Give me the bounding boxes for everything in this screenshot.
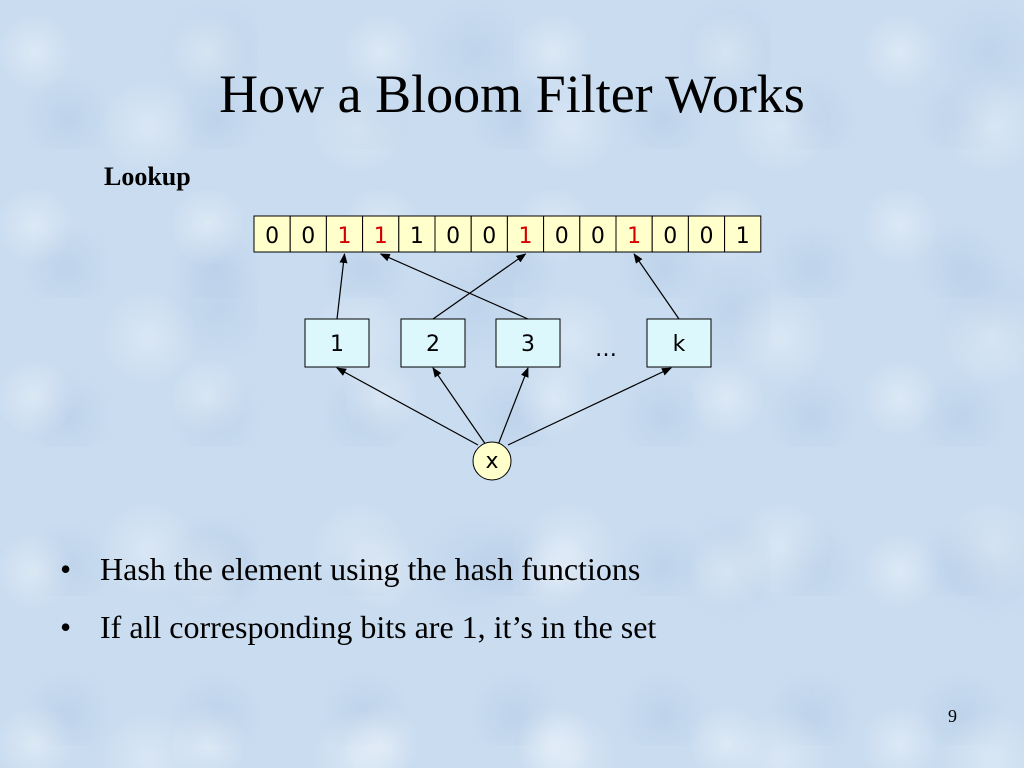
bit-value: 0 <box>700 224 714 249</box>
bit-cell <box>615 215 653 253</box>
element-node: x <box>472 441 512 481</box>
bit-value: 1 <box>519 224 533 249</box>
hash-to-bit-arrow <box>633 253 680 320</box>
hash-to-bit-arrow <box>336 253 348 320</box>
bullet-glyph: • <box>60 551 72 587</box>
bit-cell <box>289 215 327 253</box>
bit-cell <box>579 215 617 253</box>
bit-value: 0 <box>555 224 569 249</box>
hash-function-box <box>646 318 712 368</box>
bullet-text: Hash the element using the hash function… <box>100 551 641 587</box>
bullet-text: If all corresponding bits are 1, it’s in… <box>100 609 657 645</box>
hash-function-label: k <box>673 332 686 357</box>
bit-cell <box>687 215 726 253</box>
bullet-item: • If all corresponding bits are 1, it’s … <box>60 606 656 664</box>
bit-value: 1 <box>736 224 750 249</box>
slide-title: How a Bloom Filter Works <box>219 64 805 124</box>
element-to-hash-arrow <box>497 367 529 446</box>
bullet-item: • Hash the element using the hash functi… <box>60 548 656 606</box>
bit-value: 1 <box>374 224 388 249</box>
bit-cell <box>398 215 436 253</box>
element-circle <box>472 441 512 481</box>
bit-value: 1 <box>338 224 352 249</box>
bullet-glyph: • <box>60 609 72 645</box>
bullet-list: • Hash the element using the hash functi… <box>60 548 656 664</box>
bit-cell <box>362 215 400 253</box>
arrows-group <box>336 253 680 446</box>
bit-value: 1 <box>410 224 424 249</box>
element-to-hash-arrow <box>432 367 487 446</box>
bit-value: 0 <box>482 224 496 249</box>
bit-value: 0 <box>265 224 279 249</box>
section-subtitle: Lookup <box>104 162 191 191</box>
element-to-hash-arrow <box>336 367 479 446</box>
page-number: 9 <box>948 706 957 726</box>
hash-functions: 1 2 3 k … <box>304 318 712 368</box>
hash-to-bit-arrow <box>379 253 529 320</box>
element-to-hash-arrow <box>507 367 672 446</box>
hash-function-label: 1 <box>330 332 344 357</box>
hash-function-box <box>304 318 370 368</box>
bit-value: 0 <box>446 224 460 249</box>
hash-function-box <box>495 318 561 368</box>
bit-cell <box>325 215 364 253</box>
bit-value: 0 <box>301 224 315 249</box>
hash-function-box <box>400 318 466 368</box>
bit-cell <box>543 215 581 253</box>
bit-cell <box>506 215 545 253</box>
bit-value: 0 <box>591 224 605 249</box>
element-label: x <box>485 449 498 474</box>
hash-to-bit-arrow <box>432 253 527 320</box>
bit-value: 1 <box>627 224 641 249</box>
hash-function-label: 3 <box>521 332 535 357</box>
ellipsis: … <box>595 337 617 362</box>
bit-value: 0 <box>663 224 677 249</box>
hash-function-label: 2 <box>426 332 440 357</box>
bit-cell <box>724 215 762 253</box>
